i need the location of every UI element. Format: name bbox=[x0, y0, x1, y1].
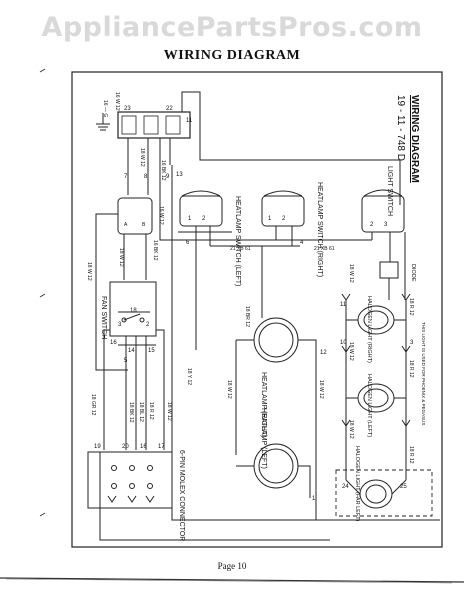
binder-tick-top bbox=[39, 68, 46, 73]
pin-label-6: 6 bbox=[186, 240, 190, 246]
pin-label-b: B bbox=[142, 222, 146, 228]
terminal-block-top bbox=[117, 111, 191, 139]
watermark: AppliancePartsPros.com bbox=[41, 12, 423, 43]
wire-label-w10: 18 BR 12 bbox=[244, 306, 250, 327]
pin-label-16-molex: 16 bbox=[140, 444, 147, 450]
wire-label-w4: 18 GR 12 bbox=[90, 394, 96, 416]
wire-label-w1-top: 18 W 12 bbox=[139, 148, 145, 167]
wire-label-w7-mid: 16 BK 12 bbox=[152, 240, 158, 261]
pin-label-22: 22 bbox=[166, 106, 173, 112]
page-title: WIRING DIAGRAM bbox=[163, 48, 301, 63]
fan-switch-label: FAN SWITCH bbox=[100, 296, 107, 339]
terminal-slot-a bbox=[121, 115, 137, 135]
wire-label-w6-mid: 16 W 12 bbox=[158, 206, 164, 225]
wire-label-w1-left: 18 W 12 bbox=[86, 262, 92, 281]
wire-label-w1-halogen-2: 18 W 12 bbox=[348, 342, 354, 361]
pin-label-3-halogen: 3 bbox=[410, 340, 414, 346]
pin-label-10: 10 bbox=[340, 340, 347, 346]
wire-label-w1-mid: 18 W 12 bbox=[118, 248, 124, 267]
page-number: Page 10 bbox=[217, 561, 247, 571]
pin-label-12: 12 bbox=[320, 350, 327, 356]
halogen-right-label: HALOGEN LIGHT (RIGHT) bbox=[366, 296, 372, 363]
pin-label-25: 25 bbox=[400, 484, 407, 490]
wire-label-w3-halogen-2: 18 R 12 bbox=[408, 360, 414, 378]
pin-label-4: 4 bbox=[300, 240, 304, 246]
optional-light-note: THIS LIGHT IS USED FOR PHOENIX & PEGASUS bbox=[421, 322, 426, 425]
wire-label-w8-right: 21 XB 61 bbox=[314, 246, 335, 252]
terminal-slot-c bbox=[165, 115, 181, 135]
wire-label-w3-halogen-3: 18 R 12 bbox=[408, 446, 414, 464]
terminal-slot-b bbox=[143, 115, 159, 135]
wire-label-w7-top: 16 BK 12 bbox=[160, 160, 166, 181]
pin-label-3: 3 bbox=[118, 322, 122, 328]
wiring-paths bbox=[87, 91, 440, 541]
pin-label-19: 19 bbox=[94, 444, 101, 450]
diode-label: DIODE bbox=[410, 264, 416, 282]
pin-label-14: 14 bbox=[128, 348, 135, 354]
pin-label-1-left-switch: 1 bbox=[188, 216, 192, 222]
pin-label-5: 5 bbox=[124, 358, 128, 364]
pin-label-1-right-switch: 1 bbox=[268, 216, 272, 222]
wire-label-w1-halogen: 18 W 12 bbox=[348, 264, 354, 283]
pin-label-2-light-switch: 2 bbox=[370, 222, 374, 228]
pin-label-17: 17 bbox=[158, 444, 165, 450]
pin-label-7: 7 bbox=[124, 174, 128, 180]
wire-label-w1-heat-right: 18 W 12 bbox=[318, 380, 324, 399]
heatlamp-switch-left-label: HEATLAMP SWITCH (LEFT) bbox=[234, 196, 241, 286]
wire-label-w8-left: 21 XB 61 bbox=[230, 246, 251, 252]
pin-label-16: 16 bbox=[110, 340, 117, 346]
page-edge-shadow bbox=[5, 578, 453, 584]
pin-label-13: 13 bbox=[176, 172, 183, 178]
wire-label-w2-molex: 18 BK 12 bbox=[128, 402, 134, 423]
wire-label-w1-heat: 18 W 12 bbox=[226, 380, 232, 399]
light-switch-label: LIGHT SWITCH bbox=[386, 166, 393, 216]
wire-label-w3-halogen: 18 R 12 bbox=[408, 298, 414, 316]
optional-light-box bbox=[335, 469, 433, 517]
wire-label-w11: 18 BL 12 bbox=[138, 402, 144, 422]
pin-label-2-right-switch: 2 bbox=[282, 216, 286, 222]
pin-label-11: 11 bbox=[186, 118, 193, 124]
pin-label-24: 24 bbox=[342, 484, 349, 490]
pin-label-3-light-switch: 3 bbox=[384, 222, 388, 228]
pin-label-11-halogen: 11 bbox=[340, 302, 347, 308]
halogen-far-left-label: HALOGEN LIGHT (FAR LEFT) bbox=[354, 446, 360, 522]
binder-tick-bottom bbox=[39, 512, 46, 517]
pin-label-a: A bbox=[124, 222, 128, 228]
page-edge bbox=[0, 577, 464, 583]
pin-label-2: 2 bbox=[146, 322, 150, 328]
ground-symbol bbox=[96, 113, 110, 131]
heatlamp-left-label: HEATLAMP (LEFT) bbox=[260, 408, 267, 469]
wire-label-w5: 18 Y 12 bbox=[186, 368, 192, 385]
molex-connector-label: 6-PIN MOLEX CONNECTOR bbox=[178, 450, 185, 541]
wire-label-w3-molex: 18 R 12 bbox=[148, 402, 154, 420]
heatlamp-switch-right-label: HEATLAMP SWITCH (RIGHT) bbox=[316, 182, 323, 277]
pin-label-9: 9 bbox=[166, 174, 170, 180]
title-block-number: 19 - 11 - 748 D bbox=[395, 95, 406, 161]
binder-tick-middle bbox=[39, 293, 46, 298]
heatlamp-right-label: HEATLAMP (RIGHT) bbox=[260, 372, 267, 437]
halogen-left-label: HALOGEN LIGHT (LEFT) bbox=[366, 374, 372, 437]
wire-label-w1-molex: 18 W 12 bbox=[166, 402, 172, 421]
pin-label-1: 1 bbox=[312, 496, 316, 502]
pin-label-8: 8 bbox=[144, 174, 148, 180]
pin-label-2-left-switch: 2 bbox=[202, 216, 206, 222]
wire-label-w1-halogen-3: 18 W 12 bbox=[348, 420, 354, 439]
pin-label-23: 23 bbox=[124, 106, 131, 112]
title-block: WIRING DIAGRAM 19 - 11 - 748 D bbox=[395, 95, 420, 183]
pin-label-15: 15 bbox=[148, 348, 155, 354]
title-block-heading: WIRING DIAGRAM bbox=[409, 95, 420, 183]
wire-label-ground: 16 — G bbox=[102, 100, 108, 117]
wire-label-w6-top: 16 W 12 bbox=[114, 92, 120, 111]
pin-label-18: 18 bbox=[130, 308, 137, 314]
pin-label-20: 20 bbox=[122, 444, 129, 450]
diagram-frame bbox=[71, 71, 443, 548]
